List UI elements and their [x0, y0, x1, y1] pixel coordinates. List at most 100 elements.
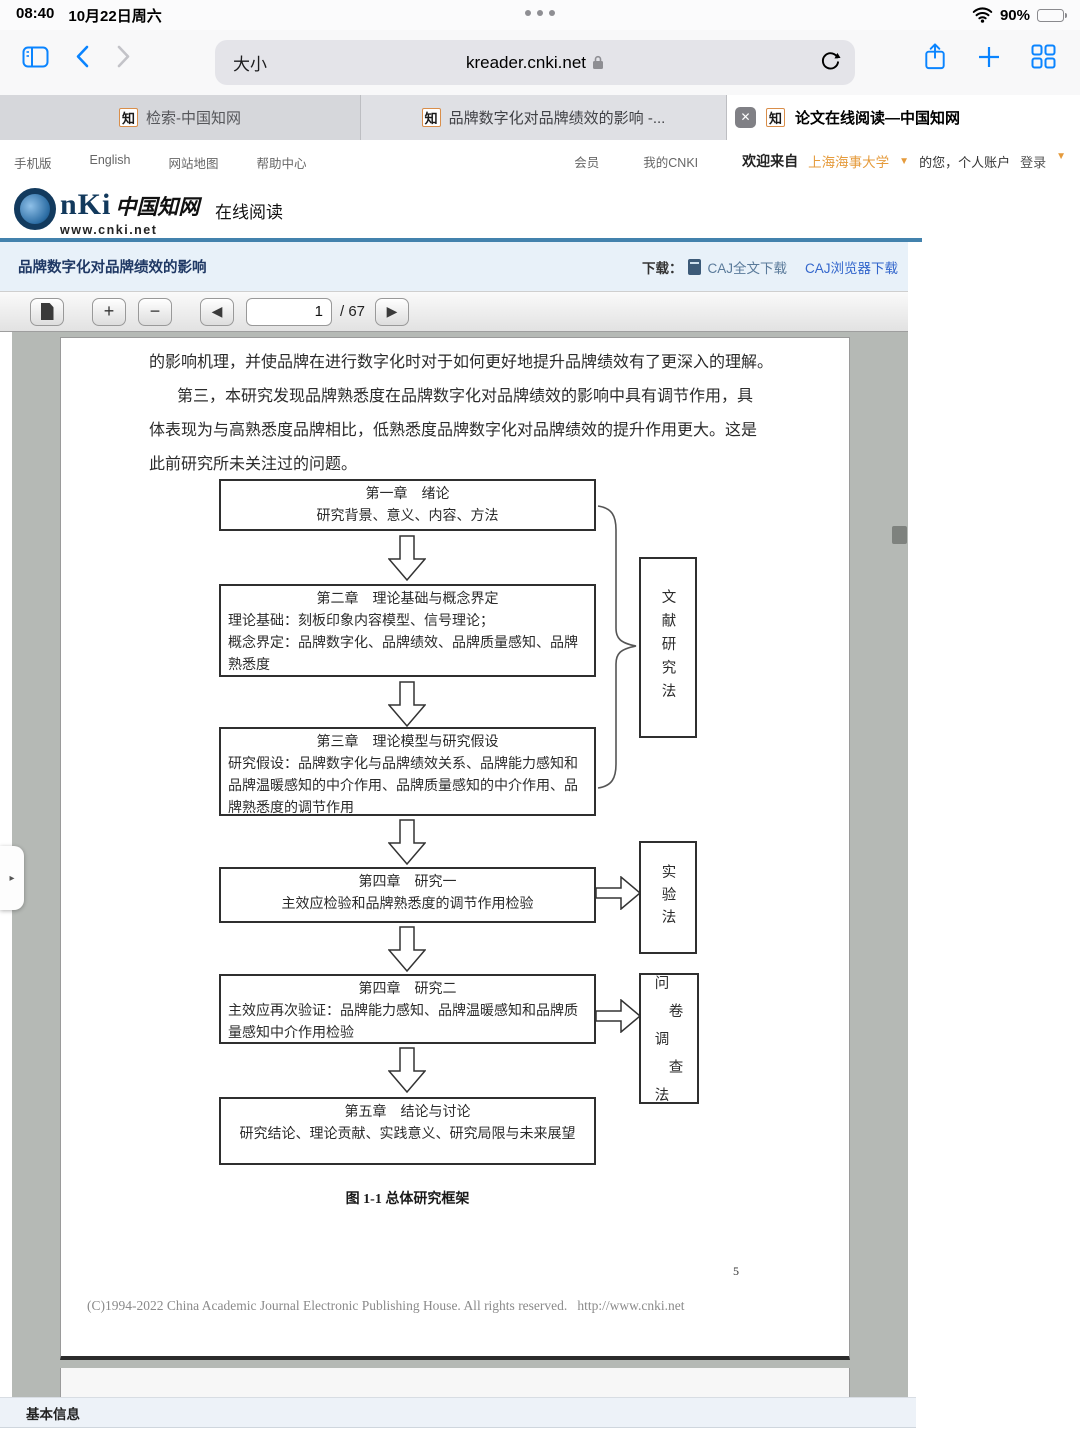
flowchart-box-study1: 第四章 研究一 主效应检验和品牌熟悉度的调节作用检验 — [219, 867, 596, 923]
divider — [0, 238, 922, 242]
box-title: 第五章 结论与讨论 — [344, 1105, 471, 1120]
method-label: 问卷调查法 — [654, 976, 684, 1104]
wifi-icon — [972, 7, 993, 23]
arrow-down-icon — [388, 819, 426, 865]
tab-brand-digitalization[interactable]: 知 品牌数字化对品牌绩效的影响 -... — [361, 95, 727, 140]
paragraph-line: 体表现为与高熟悉度品牌相比，低熟悉度品牌数字化对品牌绩效的提升作用更大。这是 — [149, 422, 758, 439]
paragraph-line: 的影响机理，并使品牌在进行数字化时对于如何更好地提升品牌绩效有了更深入的理解。 — [149, 354, 774, 371]
document-bar: 品牌数字化对品牌绩效的影响 下载： CAJ全文下载 CAJ浏览器下载 — [0, 242, 908, 291]
caj-file-icon — [688, 258, 702, 275]
battery-percent: 90% — [999, 6, 1030, 24]
zoom-out-button[interactable]: − — [138, 297, 172, 326]
paragraph-line: 第三，本研究发现品牌熟悉度在品牌数字化对品牌绩效的影响中具有调节作用，具 — [177, 388, 754, 405]
tab-label: 论文在线阅读—中国知网 — [795, 110, 961, 127]
next-page-button[interactable]: ▶ — [375, 297, 410, 326]
cnki-favicon: 知 — [766, 108, 785, 127]
cnki-logo[interactable]: nKi 中国知网 www.cnki.net — [14, 188, 199, 237]
text-size-button[interactable]: 大小 — [233, 55, 267, 74]
lock-icon — [592, 55, 604, 70]
document-title: 品牌数字化对品牌绩效的影响 — [18, 260, 207, 276]
flowchart-box-chapter5: 第五章 结论与讨论 研究结论、理论贡献、实践意义、研究局限与未来展望 — [219, 1097, 596, 1165]
arrow-down-icon — [388, 926, 426, 972]
page-number: 5 — [733, 1264, 739, 1278]
figure-caption: 图 1-1 总体研究框架 — [345, 1192, 470, 1207]
login-link[interactable]: 登录 — [1020, 154, 1047, 170]
side-panel-handle[interactable]: ▸ — [0, 846, 24, 910]
page-icon — [40, 303, 54, 320]
box-title: 第四章 研究二 — [358, 982, 457, 997]
arrow-down-icon — [388, 535, 426, 581]
chevron-down-icon[interactable]: ▼ — [1056, 151, 1066, 162]
nav-link-help[interactable]: 帮助中心 — [256, 157, 307, 171]
box-body: 理论基础：刻板印象内容模型、信号理论； 概念界定：品牌数字化、品牌绩效、品牌质量… — [228, 614, 578, 673]
flowchart-box-chapter3: 第三章 理论模型与研究假设 研究假设：品牌数字化与品牌绩效关系、品牌能力感知和品… — [219, 727, 596, 816]
logo-chinese: 中国知网 — [115, 195, 200, 219]
paragraph-line: 此前研究所未关注过的问题。 — [149, 456, 358, 473]
nav-link-english[interactable]: English — [89, 153, 131, 167]
tab-label: 检索-中国知网 — [146, 110, 241, 127]
box-body: 主效应再次验证：品牌能力感知、品牌温暖感知和品牌质量感知中介作用检验 — [228, 1004, 578, 1041]
new-tab-icon[interactable] — [977, 45, 1001, 69]
nav-link-sitemap[interactable]: 网站地图 — [168, 157, 219, 171]
flowchart-box-chapter1: 第一章 绪论 研究背景、意义、内容、方法 — [219, 479, 596, 531]
logo-latin: nKi — [60, 188, 112, 221]
arrow-down-icon — [388, 681, 426, 727]
caj-full-download-link[interactable]: CAJ全文下载 — [707, 260, 787, 276]
box-title: 第一章 绪论 — [365, 487, 450, 502]
forward-icon[interactable] — [116, 44, 131, 69]
box-body: 主效应检验和品牌熟悉度的调节作用检验 — [281, 897, 534, 912]
document-page: 的影响机理，并使品牌在进行数字化时对于如何更好地提升品牌绩效有了更深入的理解。 … — [60, 337, 850, 1360]
method-label: 文献研究法 — [659, 588, 676, 707]
page-number-input[interactable] — [246, 297, 332, 326]
tab-search-cnki[interactable]: 知 检索-中国知网 — [0, 95, 361, 140]
multitask-dots-icon[interactable] — [525, 10, 555, 16]
download-label: 下载： — [641, 260, 683, 276]
address-bar[interactable]: 大小 kreader.cnki.net — [215, 40, 855, 85]
chevron-right-icon: ▸ — [9, 872, 15, 884]
reload-icon[interactable] — [820, 51, 841, 72]
arrow-right-icon — [595, 999, 641, 1033]
welcome-suffix: 的您，个人账户 — [919, 154, 1011, 170]
chevron-down-icon[interactable]: ▼ — [899, 155, 910, 167]
next-page-edge — [60, 1368, 850, 1397]
method-box-literature: 文献研究法 — [639, 557, 697, 738]
my-cnki-link[interactable]: 我的CNKI — [643, 155, 699, 170]
box-body: 研究假设：品牌数字化与品牌绩效关系、品牌能力感知和品牌温暖感知的中介作用、品牌质… — [228, 757, 578, 816]
prev-page-button[interactable]: ◀ — [200, 297, 234, 326]
url-text: kreader.cnki.net — [465, 52, 586, 72]
document-viewer[interactable]: 的影响机理，并使品牌在进行数字化时对于如何更好地提升品牌绩效有了更深入的理解。 … — [12, 332, 908, 1397]
logo-domain: www.cnki.net — [60, 223, 158, 237]
back-icon[interactable] — [75, 44, 90, 69]
tab-online-reading-active[interactable]: ✕ 知 论文在线阅读—中国知网 — [727, 95, 1080, 140]
battery-icon — [1037, 8, 1067, 22]
share-icon[interactable] — [923, 42, 947, 71]
tab-overview-icon[interactable] — [1031, 44, 1056, 69]
basic-info-label: 基本信息 — [26, 1406, 80, 1422]
organization-link[interactable]: 上海海事大学 — [808, 155, 890, 170]
single-page-button[interactable] — [30, 297, 64, 326]
method-box-experiment: 实验法 — [639, 841, 697, 954]
scrollbar-thumb[interactable] — [892, 526, 907, 544]
method-label: 实验法 — [659, 863, 676, 932]
nav-link-mobile[interactable]: 手机版 — [14, 157, 52, 171]
caj-browser-download-link[interactable]: CAJ浏览器下载 — [804, 260, 898, 276]
date: 10月22日周六 — [68, 7, 162, 25]
paragraph-block: 的影响机理，并使品牌在进行数字化时对于如何更好地提升品牌绩效有了更深入的理解。 … — [149, 346, 793, 482]
sidebar-icon[interactable] — [22, 46, 49, 68]
cnki-favicon: 知 — [119, 108, 138, 127]
flowchart-box-chapter2: 第二章 理论基础与概念界定 理论基础：刻板印象内容模型、信号理论； 概念界定：品… — [219, 584, 596, 677]
reader-toolbar: + − ◀ / 67 ▶ — [0, 291, 908, 332]
copyright-line: (C)1994-2022 China Academic Journal Elec… — [87, 1298, 685, 1313]
tab-label: 品牌数字化对品牌绩效的影响 -... — [448, 110, 666, 127]
member-link[interactable]: 会员 — [574, 155, 600, 170]
brace-connector — [595, 504, 639, 790]
clock: 08:40 — [16, 4, 55, 22]
box-body: 研究背景、意义、内容、方法 — [316, 509, 499, 524]
browser-toolbar: 大小 kreader.cnki.net — [0, 30, 1080, 95]
flowchart-box-study2: 第四章 研究二 主效应再次验证：品牌能力感知、品牌温暖感知和品牌质量感知中介作用… — [219, 974, 596, 1044]
zoom-in-button[interactable]: + — [92, 297, 126, 326]
basic-info-bar[interactable]: 基本信息 — [0, 1397, 916, 1428]
page-total: 67 — [348, 303, 366, 320]
close-tab-icon[interactable]: ✕ — [735, 107, 756, 128]
